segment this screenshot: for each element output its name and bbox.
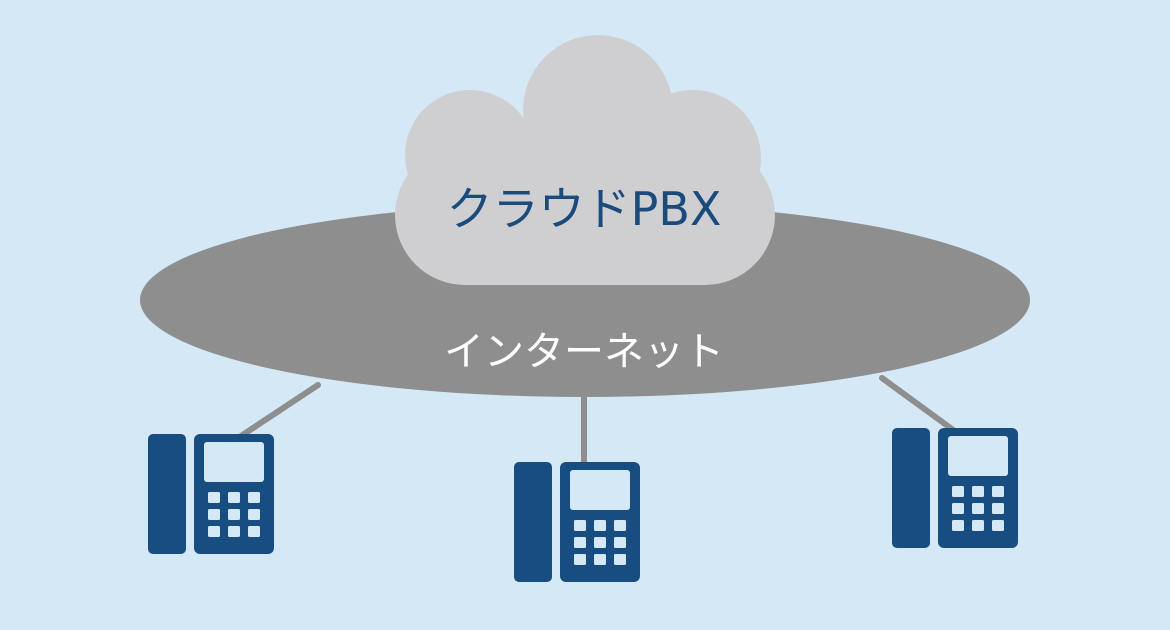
keypad-key [208,509,220,520]
keypad-key [208,526,220,537]
handset [148,434,186,554]
keypad-key [248,509,260,520]
keypad-key [992,503,1004,514]
keypad-key [952,503,964,514]
cloud-icon [395,35,775,285]
keypad-key [248,492,260,503]
keypad-key [594,537,606,548]
phone-screen [948,436,1008,476]
keypad-key [614,520,626,531]
keypad-key [574,520,586,531]
keypad-key [208,492,220,503]
connector-left [235,382,321,441]
keypad-key [228,492,240,503]
keypad-key [992,486,1004,497]
keypad-key [972,520,984,531]
keypad-key [228,526,240,537]
keypad-key [574,554,586,565]
cloud-label: クラウドPBX [447,182,722,236]
keypad-key [228,509,240,520]
keypad-key [574,537,586,548]
connector-right [879,375,959,435]
network-label: インターネット [444,329,724,375]
keypad-key [972,486,984,497]
handset [892,428,930,548]
keypad-key [992,520,1004,531]
keypad-key [594,554,606,565]
keypad-key [972,503,984,514]
phone-screen [204,442,264,482]
handset [514,462,552,582]
phone-icon [514,462,640,582]
keypad-key [594,520,606,531]
connector-lines [235,375,959,469]
keypad-key [614,537,626,548]
keypad-key [952,486,964,497]
phone-icon [892,428,1018,548]
keypad-key [614,554,626,565]
keypad-key [248,526,260,537]
keypad-key [952,520,964,531]
phone-screen [570,470,630,510]
internet-ellipse [140,203,1030,397]
phone-icon [148,434,274,554]
